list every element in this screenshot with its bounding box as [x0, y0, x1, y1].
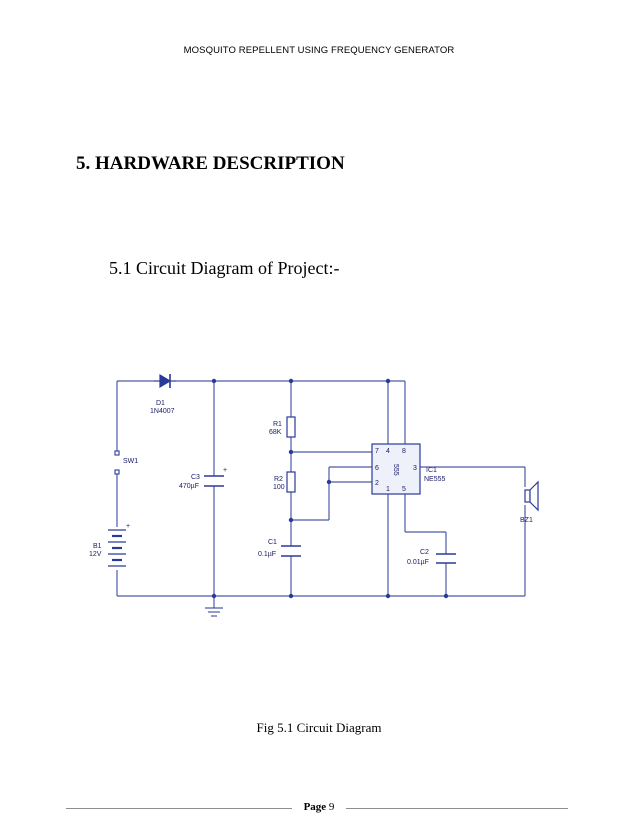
- capacitor-c1: [281, 545, 301, 557]
- r1-value: 68K: [269, 429, 282, 436]
- junction-dot: [326, 479, 332, 485]
- junction-dot: [211, 378, 217, 384]
- c1-value: 0.1µF: [258, 551, 276, 558]
- ic-pin-8: 8: [402, 448, 406, 455]
- r2-value: 100: [273, 484, 285, 491]
- page-number: Page 9: [292, 801, 346, 813]
- ic-pin-2: 2: [375, 480, 379, 487]
- d1-value: 1N4007: [150, 408, 175, 415]
- ic-value: NE555: [424, 476, 446, 483]
- r1-ref: R1: [273, 421, 282, 428]
- footer-rule-right: [346, 808, 568, 809]
- ic-ne555: [371, 443, 421, 495]
- junction-dot: [443, 593, 449, 599]
- junction-dot: [385, 593, 391, 599]
- c1-ref: C1: [268, 539, 277, 546]
- c3-plus: +: [223, 467, 227, 474]
- battery-b1: [108, 529, 126, 567]
- c2-value: 0.01µF: [407, 559, 429, 566]
- junction-dot: [288, 593, 294, 599]
- junction-dot: [385, 378, 391, 384]
- junction-dot: [288, 449, 294, 455]
- c3-ref: C3: [191, 474, 200, 481]
- ic-pin-6: 6: [375, 465, 379, 472]
- ic-pin-7: 7: [375, 448, 379, 455]
- d1-ref: D1: [156, 400, 165, 407]
- junction-dot: [288, 517, 294, 523]
- capacitor-c3: [204, 475, 224, 487]
- figure-caption: Fig 5.1 Circuit Diagram: [256, 720, 382, 735]
- ic-pin-1: 1: [386, 486, 390, 493]
- page-label: Page: [303, 801, 327, 813]
- ic-pin-3: 3: [413, 465, 417, 472]
- capacitor-c2: [436, 553, 456, 564]
- b1-plus: +: [126, 523, 130, 530]
- ic-pin-4: 4: [386, 448, 390, 455]
- c2-ref: C2: [420, 549, 429, 556]
- r2-ref: R2: [274, 476, 283, 483]
- b1-ref: B1: [93, 543, 102, 550]
- junction-dot: [211, 593, 217, 599]
- buzzer-bz1: [524, 480, 539, 512]
- subsection-heading: 5.1 Circuit Diagram of Project:-: [109, 258, 340, 278]
- ic-ref: IC1: [426, 467, 437, 474]
- b1-value: 12V: [89, 551, 102, 558]
- footer-rule-left: [66, 808, 292, 809]
- circuit-diagram: D1 1N4007 SW1 + B1 12V + C3 470µF R1 68K…: [89, 373, 539, 617]
- switch-sw1: [114, 450, 120, 475]
- resistor-r1: [286, 416, 296, 438]
- page-number-value: 9: [328, 801, 335, 813]
- sw1-ref: SW1: [123, 458, 138, 465]
- section-heading: 5. HARDWARE DESCRIPTION: [76, 153, 345, 174]
- c3-value: 470µF: [179, 483, 199, 490]
- page-header: MOSQUITO REPELLENT USING FREQUENCY GENER…: [183, 45, 455, 56]
- bz1-ref: BZ1: [520, 517, 533, 524]
- ic-pin-5: 5: [402, 486, 406, 493]
- junction-dot: [288, 378, 294, 384]
- diode-d1: [154, 373, 176, 389]
- resistor-r2: [286, 471, 296, 493]
- ic-body-label: 555: [392, 464, 399, 476]
